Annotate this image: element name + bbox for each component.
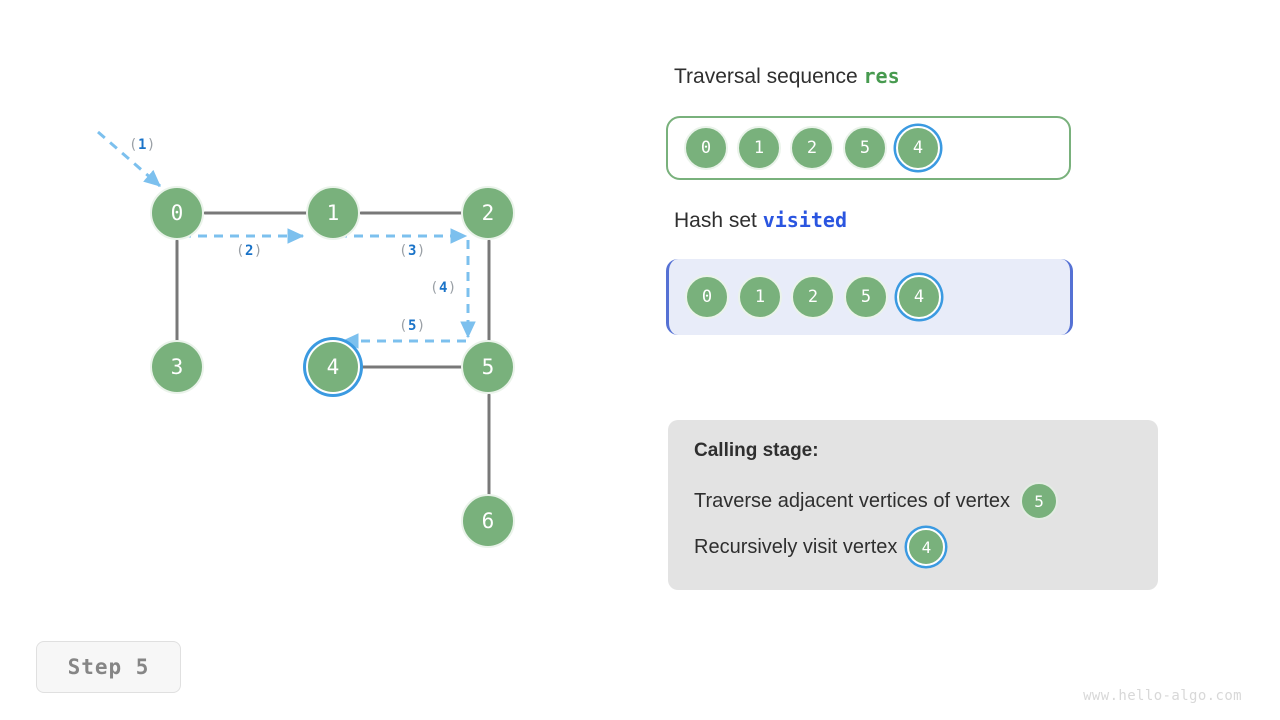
visited-set-box: 0 1 2 5 4 — [666, 259, 1073, 335]
visited-chip-4-label: 4 — [913, 287, 925, 307]
paren-open-3: ( — [399, 243, 408, 259]
paren-close-1: ) — [146, 137, 156, 153]
calling-stage-line-1-chip-label: 5 — [1034, 491, 1044, 511]
res-chip-1-label: 1 — [753, 138, 765, 158]
traversal-step-label-1: (1) — [129, 137, 156, 153]
step-num-1: 1 — [137, 137, 147, 153]
traversal-arrow-1 — [97, 130, 161, 188]
step-num-2: 2 — [244, 243, 254, 259]
graph-node-1[interactable]: 1 — [306, 186, 360, 240]
traversal-step-label-2: (2) — [236, 243, 263, 259]
visited-section-title: Hash set visited — [674, 208, 847, 233]
calling-stage-line-2-chip-label: 4 — [921, 537, 932, 557]
right-panel: Traversal sequence res 0 1 2 5 4 Hash se… — [666, 0, 1266, 720]
graph-node-6[interactable]: 6 — [461, 494, 515, 548]
paren-open-2: ( — [236, 243, 245, 259]
traversal-step-label-4: (4) — [430, 280, 457, 296]
res-chip-0-label: 0 — [700, 138, 712, 158]
calling-stage-box: Calling stage: Traverse adjacent vertice… — [668, 420, 1158, 590]
traversal-step-label-5: (5) — [399, 318, 426, 334]
res-sequence-box: 0 1 2 5 4 — [666, 116, 1071, 180]
traversal-step-label-3: (3) — [399, 243, 426, 259]
graph-node-1-label: 1 — [326, 201, 340, 225]
res-section-title: Traversal sequence res — [674, 64, 900, 89]
step-num-5: 5 — [407, 318, 417, 334]
res-chip-4-label: 4 — [912, 138, 924, 158]
visited-chip-3[interactable]: 5 — [844, 275, 888, 319]
step-num-4: 4 — [438, 280, 448, 296]
res-title-code: res — [863, 64, 900, 88]
visited-chip-1-label: 1 — [754, 287, 766, 307]
watermark: www.hello-algo.com — [1083, 688, 1242, 704]
calling-stage-heading: Calling stage: — [694, 440, 819, 461]
visited-chip-3-label: 5 — [860, 287, 872, 307]
visited-chip-2[interactable]: 2 — [791, 275, 835, 319]
res-chip-0[interactable]: 0 — [684, 126, 728, 170]
edge-group — [175, 211, 491, 496]
calling-stage-line-2-chip[interactable]: 4 — [907, 528, 946, 566]
visited-chip-0-label: 0 — [701, 287, 713, 307]
graph-node-0-label: 0 — [170, 201, 184, 225]
paren-open-4: ( — [430, 280, 439, 296]
visited-chip-0[interactable]: 0 — [685, 275, 729, 319]
calling-stage-line-2-text: Recursively visit vertex — [694, 535, 898, 558]
step-badge: Step 5 — [36, 641, 181, 693]
res-chip-4[interactable]: 4 — [896, 126, 940, 170]
visited-chip-2-label: 2 — [807, 287, 819, 307]
graph-node-4-label: 4 — [326, 355, 340, 379]
visited-title-code: visited — [762, 208, 848, 232]
res-chip-2[interactable]: 2 — [790, 126, 834, 170]
calling-stage-line-1: Traverse adjacent vertices of vertex 5 — [694, 478, 1132, 524]
visited-title-prefix: Hash set — [674, 209, 757, 232]
visited-chip-4[interactable]: 4 — [897, 275, 941, 319]
graph-node-2[interactable]: 2 — [461, 186, 515, 240]
graph-node-5[interactable]: 5 — [461, 340, 515, 394]
paren-close-3: ) — [416, 243, 426, 259]
calling-stage-line-1-text: Traverse adjacent vertices of vertex — [694, 489, 1011, 512]
graph-node-4[interactable]: 4 — [306, 340, 360, 394]
traversal-arrow-group — [97, 130, 476, 349]
graph-node-2-label: 2 — [481, 201, 495, 225]
paren-open-5: ( — [399, 318, 408, 334]
res-chip-3[interactable]: 5 — [843, 126, 887, 170]
paren-close-4: ) — [447, 280, 457, 296]
calling-stage-line-2: Recursively visit vertex 4 — [694, 524, 1132, 570]
graph-edges-svg — [97, 130, 491, 496]
res-chip-1[interactable]: 1 — [737, 126, 781, 170]
graph-node-3[interactable]: 3 — [150, 340, 204, 394]
graph-node-5-label: 5 — [481, 355, 495, 379]
paren-close-5: ) — [416, 318, 426, 334]
graph-node-3-label: 3 — [170, 355, 184, 379]
visited-chip-1[interactable]: 1 — [738, 275, 782, 319]
res-chip-3-label: 5 — [859, 138, 871, 158]
paren-close-2: ) — [253, 243, 263, 259]
graph-node-0[interactable]: 0 — [150, 186, 204, 240]
graph-panel: 0 1 2 3 4 5 6 (1) (2) (3) (4) (5) — [0, 0, 640, 620]
paren-open-1: ( — [129, 137, 138, 153]
res-chip-2-label: 2 — [806, 138, 818, 158]
res-title-prefix: Traversal sequence — [674, 65, 858, 88]
graph-node-6-label: 6 — [481, 509, 495, 533]
calling-stage-line-1-chip[interactable]: 5 — [1020, 482, 1059, 520]
step-num-3: 3 — [407, 243, 417, 259]
